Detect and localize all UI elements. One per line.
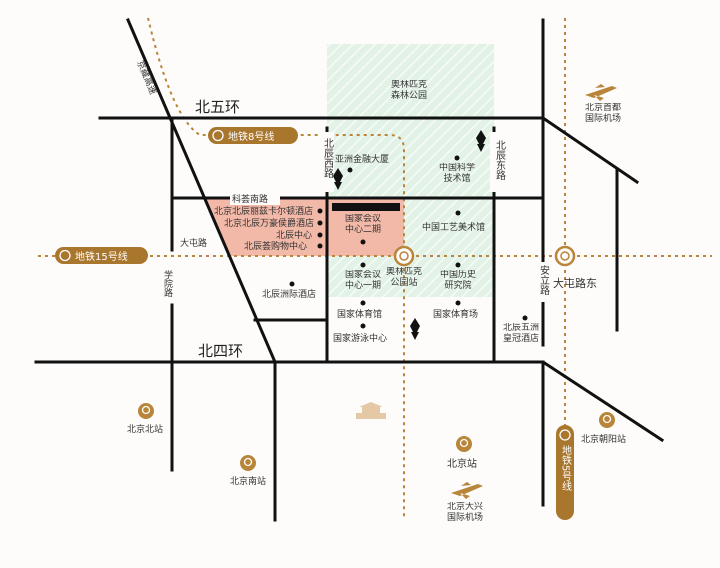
rail-station-icon [599, 412, 615, 428]
tiananmen-icon [356, 402, 386, 419]
poi-arts-museum: 中国工艺美术馆 [422, 221, 485, 233]
metro-line-15-badge[interactable]: 地铁15号线 [55, 247, 148, 264]
rail-station-icon [138, 403, 154, 419]
poi-crowne: 北辰五洲皇冠酒店 [502, 323, 539, 344]
tree-icon [410, 318, 420, 340]
svg-text:地铁8号线: 地铁8号线 [228, 130, 274, 143]
svg-text:地铁15号线: 地铁15号线 [75, 250, 128, 263]
rail-station-icon [240, 455, 256, 471]
poi-capital-airport: 北京首都国际机场 [584, 103, 621, 124]
poi-ritz: 北京北辰丽兹卡尔顿酒店 [214, 205, 313, 217]
svg-text:地铁5号线: 地铁5号线 [560, 444, 572, 492]
metro-logo-icon [59, 249, 71, 262]
poi-bj-chaoyang: 北京朝阳站 [581, 433, 626, 445]
poi-cncc2: 国家会议中心二期 [344, 214, 381, 235]
poi-bj-south: 北京南站 [230, 475, 266, 487]
road-label-kehui-south: 科荟南路 [232, 193, 268, 205]
road-label-beichen-west: 北辰西路 [322, 138, 334, 179]
poi-aquatics: 国家游泳中心 [333, 332, 387, 344]
poi-stadium: 国家体育场 [433, 308, 478, 320]
metro-line-5-badge[interactable]: 地铁5号线 [556, 425, 574, 520]
road-label-ring4: 北四环 [198, 342, 243, 360]
metro-logo-icon [559, 429, 571, 441]
station-label-datun-east: 大屯路东 [553, 276, 597, 290]
airplane-icon [585, 84, 617, 101]
olympic-park-station-icon[interactable] [393, 245, 415, 267]
road-label-anli: 安立路 [538, 264, 550, 296]
poi-daxing-airport: 北京大兴国际机场 [446, 502, 483, 523]
beichen-pink-area [204, 198, 404, 256]
poi-marriott: 北京北辰万豪侯爵酒店 [224, 217, 314, 229]
metro-line-8 [147, 17, 405, 520]
airplane-icon [451, 482, 483, 499]
road-label-beichen-east: 北辰东路 [494, 140, 506, 181]
station-label-olympic: 奥林匹克公园站 [385, 267, 422, 288]
tree-icon [476, 130, 486, 152]
cncc-building [332, 203, 400, 211]
road-label-datun: 大屯路 [180, 237, 207, 249]
poi-bj-north: 北京北站 [127, 423, 163, 435]
metro-line-8-badge[interactable]: 地铁8号线 [208, 127, 298, 144]
road-label-ring5: 北五环 [195, 98, 240, 116]
rail-station-icon [456, 436, 472, 452]
poi-history-institute: 中国历史研究院 [439, 270, 476, 291]
poi-beichen-center: 北辰中心 [276, 229, 312, 241]
poi-beichen-mall: 北辰荟购物中心 [244, 240, 307, 252]
poi-intercontinental: 北辰洲际酒店 [262, 288, 316, 300]
poi-asia-finance: 亚洲金融大厦 [335, 153, 389, 165]
poi-cncc1: 国家会议中心一期 [344, 270, 381, 291]
metro-logo-icon [212, 129, 224, 142]
poi-forest-park: 奥林匹克森林公园 [390, 80, 427, 101]
road-label-xueyuan: 学院路 [162, 269, 173, 298]
poi-bj-station: 北京站 [447, 457, 477, 470]
tree-icon [333, 168, 343, 190]
datun-east-station-icon[interactable] [554, 245, 576, 267]
poi-science-museum: 中国科学技术馆 [438, 163, 475, 184]
poi-stadium-hall: 国家体育馆 [337, 308, 382, 320]
